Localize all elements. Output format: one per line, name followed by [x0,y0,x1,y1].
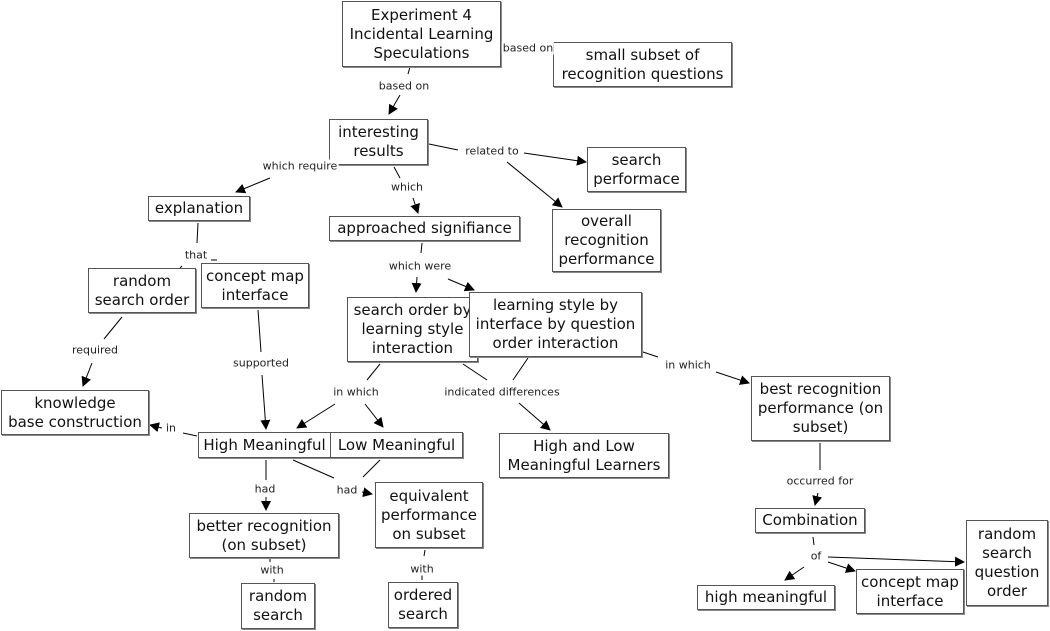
concept-high-meaningful-lc[interactable]: high meaningful [697,585,835,610]
edge-low-had2 [362,459,381,478]
edge-lsbi-indicated [512,357,529,381]
edge-approached-which-were [420,242,423,254]
concept-small-subset[interactable]: small subset of recognition questions [553,42,732,87]
concept-high-low-learners[interactable]: High and Low Meaningful Learners [499,433,669,478]
link-label-in[interactable]: in [164,421,178,435]
edge-had2-equiv [361,487,373,498]
edge-in-kb [149,422,163,433]
edge-which-were-sobl [411,276,422,293]
edge-which-require-explanation [235,177,271,194]
link-label-of[interactable]: of [809,549,823,563]
edge-required-kb [81,362,93,387]
edge-related-overall [506,161,563,208]
link-label-with[interactable]: with [259,563,285,577]
link-label-which-were[interactable]: which were [387,259,453,273]
edge-cmi-supported [257,309,262,353]
link-label-that[interactable]: that [183,248,209,262]
edge-related-search [523,152,587,166]
concept-low-meaningful[interactable]: Low Meaningful [330,432,463,458]
concept-high-meaningful[interactable]: High Meaningful [198,432,331,458]
edge-exp-based-on-2 [407,66,411,75]
edge-sobl-indicated [462,363,488,381]
edge-supported-high [260,374,271,430]
edge-based-on-results [388,94,401,115]
edge-in-which-best [715,371,750,385]
link-label-had[interactable]: had [253,482,277,496]
edge-high-had2 [292,459,335,479]
edge-explanation-that [196,222,199,244]
link-label-required[interactable]: required [70,343,120,357]
concept-concept-map-interface[interactable]: concept map interface [201,263,309,308]
edge-of-rsqo [827,556,965,567]
concept-random-search-order[interactable]: random search order [88,268,196,313]
link-label-based-on[interactable]: based on [377,79,431,93]
concept-random-search-question-order[interactable]: random search question order [966,520,1048,606]
concept-knowledge-base-construction[interactable]: knowledge base construction [1,390,149,435]
concept-combination[interactable]: Combination [755,508,865,533]
edge-which-approached [410,197,420,214]
link-label-occurred-for[interactable]: occurred for [785,474,855,488]
edge-of-cmi2 [827,561,856,573]
edge-sobl-in-which [366,363,381,381]
edge-indicated-hll [518,402,551,431]
edge-of-high [784,566,805,581]
concept-explanation[interactable]: explanation [148,196,250,221]
link-label-in-which[interactable]: in which [332,385,380,399]
concept-overall-recognition[interactable]: overall recognition performance [552,209,661,272]
concept-search-performance[interactable]: search performace [587,147,686,192]
link-label-which[interactable]: which [389,180,425,194]
concept-search-order-by-learning-style[interactable]: search order by learning style interacti… [347,297,478,362]
edge-equiv-with [423,549,426,557]
edge-occurred-combination [812,492,823,506]
concept-equivalent-performance[interactable]: equivalent performance on subset [375,482,483,548]
concept-concept-map-interface-2[interactable]: concept map interface [856,569,964,614]
edge-that-random [179,265,183,269]
edge-results-related [428,143,459,151]
concept-better-recognition[interactable]: better recognition (on subset) [189,513,339,558]
concept-approached-significance[interactable]: approached signifiance [329,216,520,241]
edge-which-were-lsbi [447,278,475,292]
concept-experiment4[interactable]: Experiment 4 Incidental Learning Specula… [342,1,501,67]
link-label-based-on[interactable]: based on [501,41,555,55]
concept-best-recognition[interactable]: best recognition performance (on subset) [751,376,890,441]
link-label-which-require[interactable]: which require [261,159,339,173]
edge-results-which [393,166,401,179]
concept-learning-style-by-interface[interactable]: learning style by interface by question … [469,292,642,357]
edge-random-required [103,316,123,340]
edge-lsbi-in-which [642,351,659,358]
link-label-indicated-differences[interactable]: indicated differences [443,385,561,399]
link-label-had[interactable]: had [335,483,359,497]
concept-interesting-results[interactable]: interesting results [329,119,428,165]
edge-combination-of [812,536,815,546]
link-label-with[interactable]: with [409,562,435,576]
link-label-in-which[interactable]: in which [664,358,712,372]
link-label-related-to[interactable]: related to [464,144,520,158]
link-label-supported[interactable]: supported [232,356,290,370]
concept-ordered-search[interactable]: ordered search [388,582,458,628]
edge-high-in [182,432,198,437]
edge-in-which-low [364,403,384,428]
edge-in-which-high [296,403,336,429]
concept-random-search[interactable]: random search [241,583,315,629]
